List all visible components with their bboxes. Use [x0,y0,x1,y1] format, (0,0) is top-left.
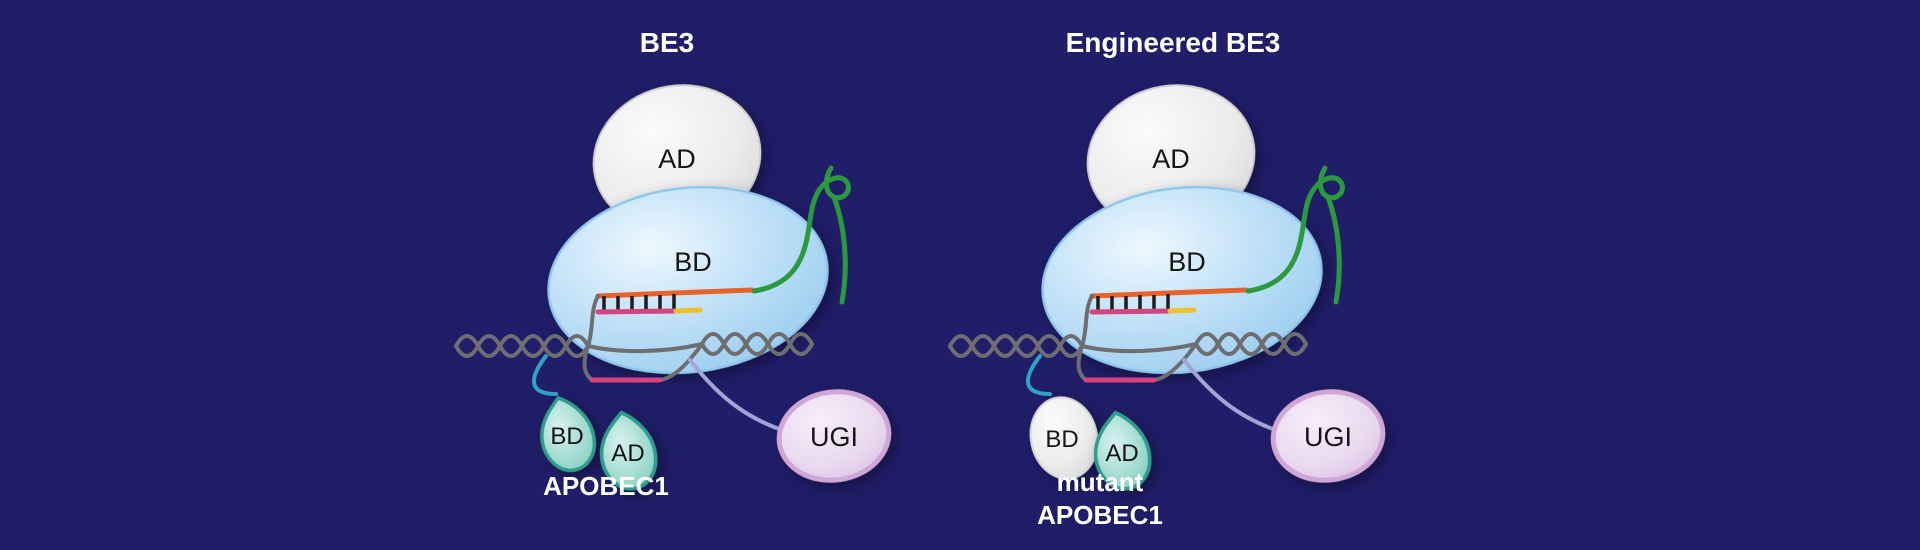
sgrna-tail [831,194,848,305]
dna-strand [1152,342,1198,382]
panel-title-be3: BE3 [640,27,694,58]
linker-to-ugi [688,358,781,431]
apobec-bd-mutant-ellipse [1029,396,1099,480]
apobec-name-label-line1: mutant [1057,467,1144,497]
dna-strand [700,332,814,356]
apobec-name-label-line2: APOBEC1 [1037,500,1163,530]
apobec-ad-leaf [1093,410,1152,491]
dna-strand [1080,294,1094,348]
pam-site-yellow [673,307,703,314]
pam-site-yellow [1167,307,1197,314]
dna-strand [700,332,814,356]
cas9-ad-label: AD [658,144,696,174]
dna-strand [586,294,600,348]
linker-to-apobec [1026,354,1052,396]
dna-double-helix [454,294,814,382]
apobec-name-label: APOBEC1 [543,471,669,501]
linker-to-ugi [1182,358,1275,431]
panel-engineered-be3: Engineered BE3 [948,27,1386,530]
ugi-label: UGI [810,422,858,452]
apobec-bd-label: BD [550,423,583,450]
cas9-ad-label: AD [1152,144,1190,174]
sgrna-tail [1325,194,1342,305]
ugi-label: UGI [1304,422,1352,452]
sgrna-green [751,165,851,305]
dna-strand [586,342,704,354]
dna-strand [658,342,704,382]
apobec-bd-leaf [540,395,597,473]
target-strand-orange [595,287,755,299]
spacer-strand-pink [1089,308,1173,315]
apobec-ad-leaf [599,410,658,491]
dna-strand [1194,332,1308,356]
spacer-strand-pink [595,308,679,315]
sgrna-green [1245,165,1345,305]
dna-strand [1194,332,1308,356]
apobec-bd-label: BD [1045,426,1078,453]
dna-strand [454,334,590,358]
dna-strand [1080,342,1198,354]
panel-title-engineered-be3: Engineered BE3 [1066,27,1281,58]
apobec-ad-label: AD [611,440,644,467]
ugi-ellipse [1270,389,1386,483]
cas9-bd-label: BD [674,247,712,277]
dna-double-helix [948,294,1308,382]
dna-strand [948,334,1084,358]
cas9-bd-label: BD [1168,247,1206,277]
panel-be3: BE3 [454,27,892,501]
ugi-ellipse [776,389,892,483]
linker-to-apobec [532,354,558,396]
apobec-ad-label: AD [1105,440,1138,467]
target-strand-orange [1089,287,1249,299]
